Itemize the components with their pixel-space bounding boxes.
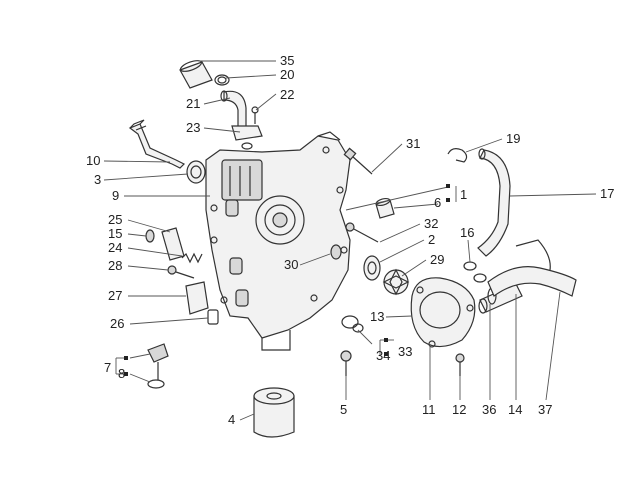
callout-14: 14 [508, 402, 522, 417]
callout-4: 4 [228, 412, 235, 427]
bracket-dots [124, 184, 450, 376]
callout-1: 1 [460, 187, 467, 202]
callout-35: 35 [280, 53, 294, 68]
part-34-oring [341, 315, 364, 333]
callout-7: 7 [104, 360, 111, 375]
part-17-hose [477, 148, 511, 257]
part-9-main-cover [205, 131, 351, 351]
callout-26: 26 [110, 316, 124, 331]
callout-36: 36 [482, 402, 496, 417]
callout-11: 11 [422, 402, 436, 417]
part-20-clamp [214, 74, 230, 86]
part-30-oring [330, 244, 342, 260]
part-10-shaft [128, 119, 186, 169]
part-29-impeller [382, 268, 410, 296]
part-15-washer [145, 229, 155, 243]
leader-lines [103, 60, 597, 421]
callout-12: 12 [452, 402, 466, 417]
callout-9: 9 [112, 188, 119, 203]
callout-31: 31 [406, 136, 420, 151]
callout-28: 28 [108, 258, 122, 273]
callout-8: 8 [118, 366, 125, 381]
callout-21: 21 [186, 96, 200, 111]
part-37-hose [487, 239, 577, 297]
callout-22: 22 [280, 87, 294, 102]
callout-labels: 35 20 21 22 23 10 3 9 31 19 17 1 6 32 2 … [86, 53, 614, 427]
callout-30: 30 [284, 257, 298, 272]
part-8-oring [147, 379, 165, 389]
callout-23: 23 [186, 120, 200, 135]
callout-27: 27 [108, 288, 122, 303]
callout-16: 16 [460, 225, 474, 240]
part-6-bush [375, 197, 395, 219]
part-16-clamp [463, 261, 487, 283]
callout-33: 33 [398, 344, 412, 359]
part-2-oil-seal [363, 255, 381, 281]
part-19-clip [447, 148, 468, 163]
callout-5: 5 [340, 402, 347, 417]
part-26-gasket [207, 309, 219, 325]
part-3-seal [186, 160, 206, 184]
part-28-bolt [167, 265, 195, 279]
callout-20: 20 [280, 67, 294, 82]
callout-19: 19 [506, 131, 520, 146]
part-27-bracket [185, 281, 209, 315]
part-35-sleeve [179, 60, 213, 89]
part-32-bolt [345, 222, 379, 243]
part-13-pump-cover [410, 277, 476, 348]
part-25-plunger [161, 227, 185, 261]
callout-2: 2 [428, 232, 435, 247]
callout-24: 24 [108, 240, 122, 255]
part-4-oil-filter [253, 387, 295, 438]
callout-3: 3 [94, 172, 101, 187]
callout-17: 17 [600, 186, 614, 201]
callout-6: 6 [434, 195, 441, 210]
part-22-screw [251, 106, 259, 124]
callout-37: 37 [538, 402, 552, 417]
part-24-spring [181, 252, 203, 264]
part-5-drain-bolt [340, 350, 352, 376]
callout-34: 34 [376, 348, 390, 363]
callout-13: 13 [370, 309, 384, 324]
part-21-elbow-pipe [220, 90, 247, 129]
callout-25: 25 [108, 212, 122, 227]
part-31-bolt [343, 147, 373, 175]
part-23-flange [231, 125, 263, 150]
part-12-bolt [455, 353, 465, 376]
callout-15: 15 [108, 226, 122, 241]
part-7-dipstick [147, 343, 169, 380]
callout-10: 10 [86, 153, 100, 168]
callout-32: 32 [424, 216, 438, 231]
callout-29: 29 [430, 252, 444, 267]
